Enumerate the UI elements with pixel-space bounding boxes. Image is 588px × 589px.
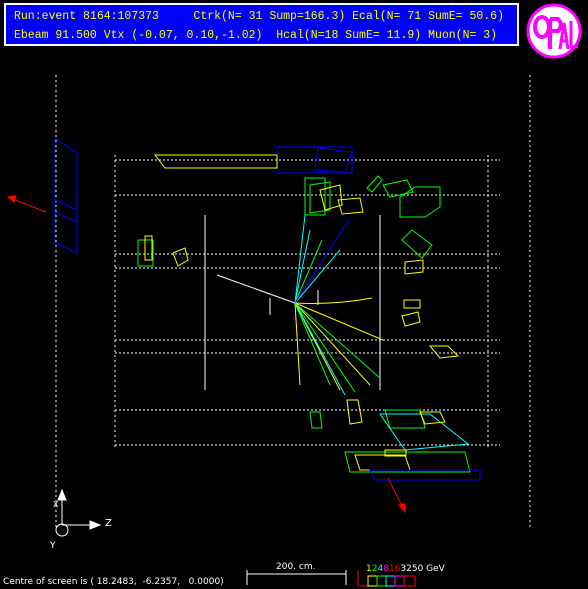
central-tracks xyxy=(216,214,384,396)
energy-scale-boxes xyxy=(357,570,416,587)
scale-bar-label: 200. cm. xyxy=(276,562,316,572)
axis-y-label: Y xyxy=(50,541,56,551)
centre-of-screen-text: Centre of screen is ( 18.2483, -6.2357, … xyxy=(3,577,224,587)
energy-scale-legend: 1248163250 GeV xyxy=(366,564,445,574)
missing-momentum-arrows xyxy=(6,195,406,514)
event-info-line-1: Run:event 8164:107373 Ctrk(N= 31 Sump=16… xyxy=(14,10,504,23)
energy-scale-value: 2 xyxy=(371,564,378,574)
axes-glyph xyxy=(55,488,102,537)
beam-curve xyxy=(294,297,373,304)
axis-z-label: Z xyxy=(105,518,112,529)
ecal-cluster-top-long xyxy=(153,154,278,169)
energy-scale-value: 8 xyxy=(383,564,389,574)
event-info-panel: Run:event 8164:107373 Ctrk(N= 31 Sump=16… xyxy=(4,3,519,46)
ecal-cluster-lower-cyan xyxy=(379,413,470,451)
energy-scale-value: 32 xyxy=(400,564,412,574)
energy-scale-value: 16 xyxy=(388,564,401,574)
energy-scale-value: 1 xyxy=(366,564,372,574)
axis-x-label: X xyxy=(53,500,59,509)
hcal-cluster-upper xyxy=(137,175,441,267)
opal-logo xyxy=(526,3,582,59)
energy-scale-value: 50 GeV xyxy=(411,564,445,574)
muon-chamber-bottom xyxy=(369,469,481,481)
event-info-line-2: Ebeam 91.500 Vtx (-0.07, 0.10,-1.02) Hca… xyxy=(14,29,498,42)
muon-chamber-left xyxy=(54,137,78,254)
ecal-cluster-upper xyxy=(144,184,460,359)
energy-scale-value: 4 xyxy=(377,564,384,574)
scale-bar xyxy=(246,570,347,585)
detector-layer-lines xyxy=(115,159,500,446)
hcal-cluster-lower xyxy=(309,409,471,473)
